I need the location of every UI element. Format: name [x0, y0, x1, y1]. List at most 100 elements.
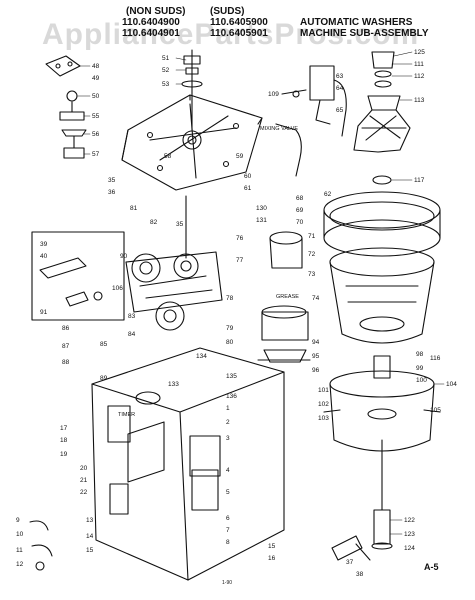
- part-label: 22: [80, 489, 88, 496]
- part-label: 73: [308, 271, 316, 278]
- part-label: 95: [312, 353, 320, 360]
- part-label: 4: [226, 467, 230, 474]
- part-label: 7: [226, 527, 230, 534]
- part-label: 55: [92, 113, 100, 120]
- part-label: 53: [162, 81, 170, 88]
- part-label: 72: [308, 251, 316, 258]
- part-label: 103: [318, 415, 329, 422]
- part-label: 71: [308, 233, 316, 240]
- part-label: 135: [226, 373, 237, 380]
- part-labels: 51 52 53 48 49 50 55 56 57 125 111 112 1…: [16, 49, 457, 578]
- part-label: 81: [130, 205, 138, 212]
- header-col-suds: (SUDS): [210, 6, 245, 17]
- header-model-1: 110.6404900: [122, 17, 180, 28]
- part-label: 68: [296, 195, 304, 202]
- part-label: 11: [16, 547, 23, 554]
- part-label: 100: [416, 377, 427, 384]
- header-title: AUTOMATIC WASHERS: [300, 17, 413, 28]
- inset-box: [31, 231, 125, 321]
- part-label: 62: [324, 191, 332, 198]
- part-label: 88: [62, 359, 70, 366]
- part-label: 60: [244, 173, 252, 180]
- part-label: 69: [296, 207, 304, 214]
- part-label: 82: [150, 219, 158, 226]
- part-label: 16: [268, 555, 276, 562]
- part-label: 52: [162, 67, 170, 74]
- part-label: 2: [226, 419, 230, 426]
- part-label: 10: [16, 531, 24, 538]
- part-label: 3: [226, 435, 230, 442]
- part-label: 35: [108, 177, 116, 184]
- part-label: 131: [256, 217, 267, 224]
- part-label: 13: [86, 517, 94, 524]
- part-label: 76: [236, 235, 244, 242]
- part-label: 5: [226, 489, 230, 496]
- part-label: 15: [268, 543, 276, 550]
- part-label: 109: [268, 91, 279, 98]
- part-label: 104: [446, 381, 457, 388]
- mixing-valve-callout: MIXING VALVE: [260, 126, 298, 132]
- part-label: 94: [312, 339, 320, 346]
- part-label: 87: [62, 343, 70, 350]
- part-label: 77: [236, 257, 244, 264]
- part-label: 74: [312, 295, 320, 302]
- part-label: 57: [92, 151, 100, 158]
- part-label: 98: [416, 351, 424, 358]
- part-label: 89: [100, 375, 108, 382]
- part-label: 8: [226, 539, 230, 546]
- part-label: 113: [414, 97, 425, 104]
- part-label: 102: [318, 401, 329, 408]
- part-label: 116: [430, 355, 441, 362]
- part-label: 35: [176, 221, 184, 228]
- part-label: 99: [416, 365, 424, 372]
- outer-tub: [323, 191, 441, 344]
- part-label: 85: [100, 341, 108, 348]
- part-label: 17: [60, 425, 68, 432]
- part-label: 59: [236, 153, 244, 160]
- part-label: 48: [92, 63, 100, 70]
- part-label: 58: [164, 153, 172, 160]
- part-label: 12: [16, 561, 24, 568]
- part-label: 106: [112, 285, 123, 292]
- agitator: [353, 51, 411, 185]
- transmission-gears: [125, 195, 223, 331]
- part-label: 125: [414, 49, 425, 56]
- part-label: 124: [404, 545, 415, 552]
- part-label: 37: [346, 559, 354, 566]
- part-label: 133: [168, 381, 179, 388]
- part-label: 70: [296, 219, 304, 226]
- part-label: 86: [62, 325, 70, 332]
- part-label: 63: [336, 73, 344, 80]
- part-label: 111: [414, 61, 424, 68]
- transmission-base-plate: [121, 49, 263, 191]
- header-model-2: 110.6405900: [210, 17, 268, 28]
- part-label: 91: [40, 309, 48, 316]
- timer-callout: TIMER: [118, 412, 135, 418]
- part-label: 105: [430, 407, 441, 414]
- part-label: 19: [60, 451, 68, 458]
- part-label: 38: [356, 571, 364, 578]
- part-label: 65: [336, 107, 344, 114]
- part-label: 134: [196, 353, 207, 360]
- part-label: 130: [256, 205, 267, 212]
- part-label: 96: [312, 367, 320, 374]
- header-model-3: 110.6404901: [122, 28, 180, 39]
- part-label: 1: [226, 405, 230, 412]
- drain-pump: [257, 231, 311, 363]
- part-label: 83: [128, 313, 136, 320]
- part-label: 79: [226, 325, 234, 332]
- part-label: 36: [108, 189, 116, 196]
- top-left-brackets: [45, 55, 87, 159]
- mixing-valve: [275, 65, 347, 177]
- cabinet: [91, 347, 285, 581]
- footer-small-code: 1-90: [222, 580, 232, 586]
- footer-page-id: A-5: [424, 562, 439, 572]
- part-label: 39: [40, 241, 48, 248]
- lower-tub: [323, 355, 441, 550]
- part-label: 51: [162, 55, 170, 62]
- part-label: 80: [226, 339, 234, 346]
- part-label: 122: [404, 517, 415, 524]
- part-label: 50: [92, 93, 100, 100]
- part-label: 90: [120, 253, 128, 260]
